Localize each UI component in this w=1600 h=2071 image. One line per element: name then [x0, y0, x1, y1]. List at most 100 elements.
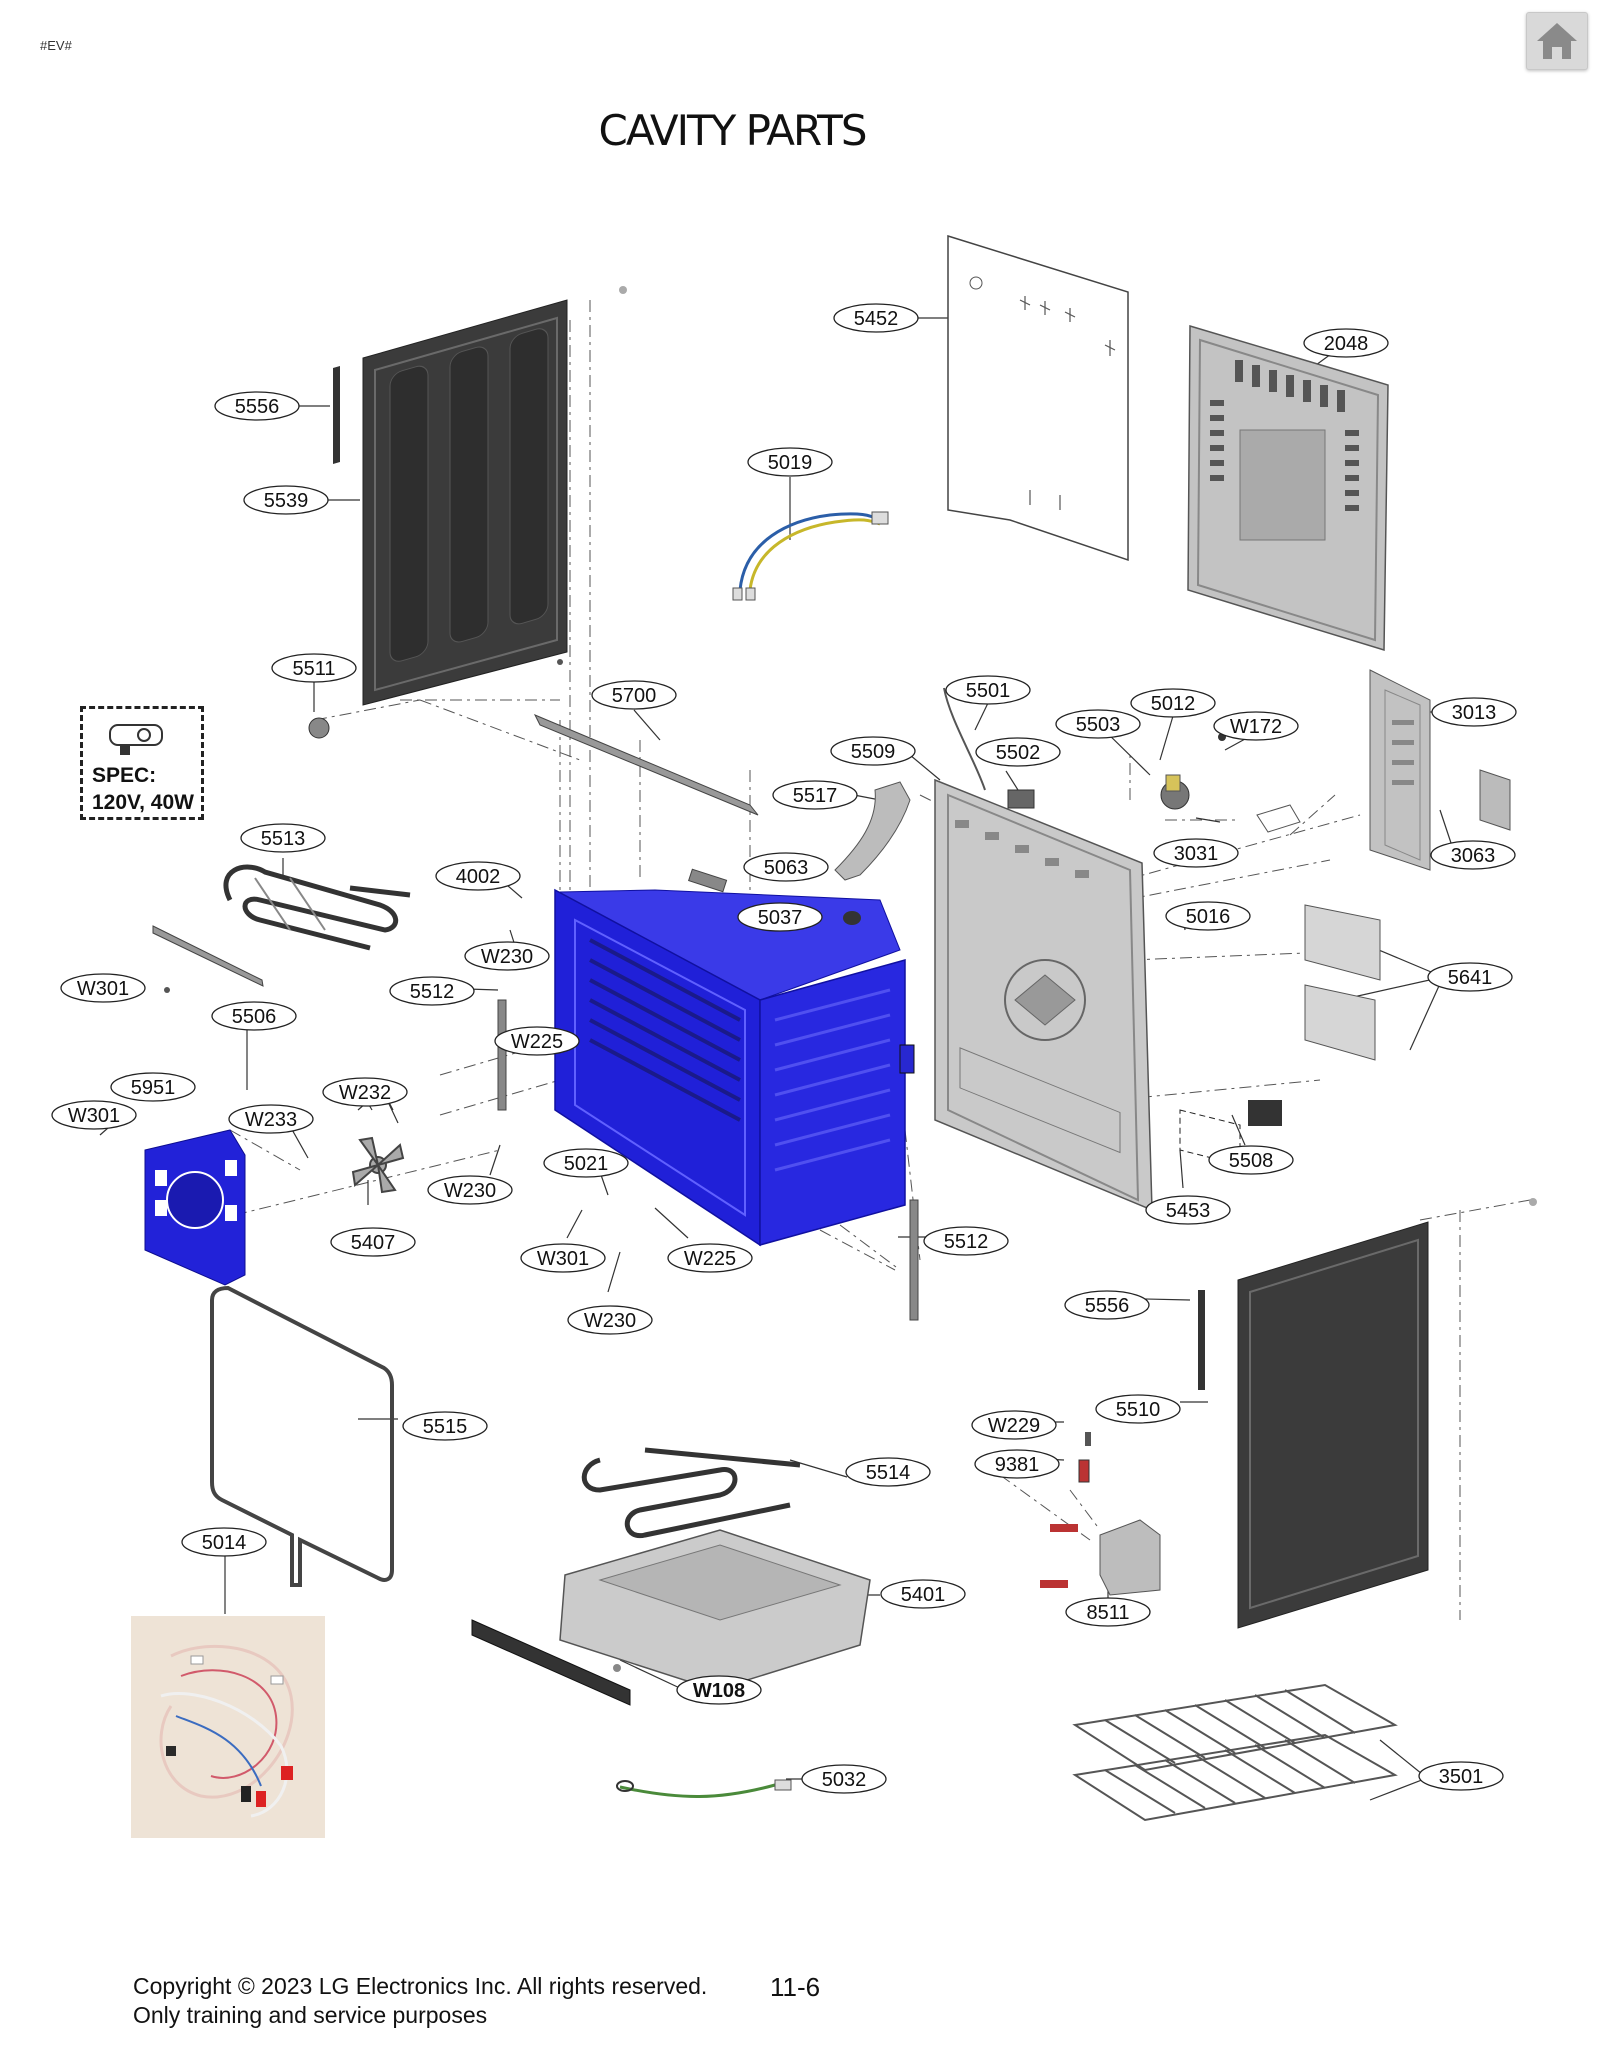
- callout-3031: 3031: [1153, 838, 1239, 868]
- callout-label: W230: [444, 1180, 496, 1202]
- callout-label: 5019: [768, 452, 813, 474]
- callout-3501: 3501: [1418, 1761, 1504, 1791]
- callout-W225b: W225: [667, 1243, 753, 1273]
- callout-label: 8511: [1086, 1602, 1129, 1624]
- bulb-socket-icon: [109, 724, 163, 755]
- callout-label: 5539: [264, 490, 309, 512]
- callout-label: 2048: [1324, 333, 1369, 355]
- home-icon: [1537, 23, 1577, 59]
- callout-W301b: W301: [51, 1100, 137, 1130]
- callout-5512b: 5512: [923, 1226, 1009, 1256]
- callout-label: 5032: [822, 1769, 867, 1791]
- wire-harness-photo: [131, 1616, 325, 1838]
- callout-label: 5510: [1116, 1399, 1161, 1421]
- callout-5556a: 5556: [214, 391, 300, 421]
- callout-label: 5951: [131, 1077, 176, 1099]
- callout-5512a: 5512: [389, 976, 475, 1006]
- page-number: 11-6: [770, 1972, 821, 2002]
- callout-label: W230: [481, 946, 533, 968]
- callout-label: 5016: [1186, 906, 1231, 928]
- callout-label: 5512: [944, 1231, 989, 1253]
- callout-W230a: W230: [464, 941, 550, 971]
- callout-label: 5401: [901, 1584, 946, 1606]
- callout-5021: 5021: [543, 1148, 629, 1178]
- callout-label: 3013: [1452, 702, 1497, 724]
- callout-5037: 5037: [737, 902, 823, 932]
- callout-5510: 5510: [1095, 1394, 1181, 1424]
- callout-W225a: W225: [494, 1026, 580, 1056]
- callout-label: 9381: [995, 1454, 1040, 1476]
- callout-9381: 9381: [974, 1449, 1060, 1479]
- callout-5509: 5509: [830, 736, 916, 766]
- callout-W232: W232: [322, 1077, 408, 1107]
- callout-label: W108: [693, 1680, 745, 1702]
- callout-label: 5063: [764, 857, 809, 879]
- callout-label: 5407: [351, 1232, 396, 1254]
- callout-label: 3501: [1439, 1766, 1484, 1788]
- callout-label: 5502: [996, 742, 1041, 764]
- callout-label: 5511: [292, 658, 335, 680]
- callout-label: W232: [339, 1082, 391, 1104]
- callout-5501: 5501: [945, 675, 1031, 705]
- callout-label: 5012: [1151, 693, 1196, 715]
- callout-5019: 5019: [747, 447, 833, 477]
- callout-5012: 5012: [1130, 688, 1216, 718]
- callout-W172: W172: [1213, 711, 1299, 741]
- callout-4002: 4002: [435, 861, 521, 891]
- callout-label: 5515: [423, 1416, 468, 1438]
- callout-5502: 5502: [975, 737, 1061, 767]
- callout-W229: W229: [971, 1410, 1057, 1440]
- callout-5511: 5511: [271, 653, 357, 683]
- document-tag: #EV#: [40, 38, 72, 53]
- callout-label: 5508: [1229, 1150, 1274, 1172]
- callout-label: 5037: [758, 907, 803, 929]
- callout-5032: 5032: [801, 1764, 887, 1794]
- spec-line-2: 120V, 40W: [92, 791, 194, 814]
- callout-label: 5700: [612, 685, 657, 707]
- callout-label: 5452: [854, 308, 899, 330]
- callout-5513: 5513: [240, 823, 326, 853]
- callout-label: 5509: [851, 741, 896, 763]
- callout-label: W225: [511, 1031, 563, 1053]
- callout-W233: W233: [228, 1104, 314, 1134]
- callout-5515: 5515: [402, 1411, 488, 1441]
- page-title: CAVITY PARTS: [598, 106, 868, 155]
- callout-5014: 5014: [181, 1527, 267, 1557]
- callout-label: W229: [988, 1415, 1040, 1437]
- callout-W301a: W301: [60, 973, 146, 1003]
- callout-3063: 3063: [1430, 840, 1516, 870]
- callout-W230c: W230: [567, 1305, 653, 1335]
- callout-label: 5014: [202, 1532, 247, 1554]
- callout-5453: 5453: [1145, 1195, 1231, 1225]
- callout-label: W230: [584, 1310, 636, 1332]
- callout-label: 4002: [456, 866, 501, 888]
- callout-label: W301: [77, 978, 129, 1000]
- copyright-notice: Copyright © 2023 LG Electronics Inc. All…: [133, 1972, 707, 2030]
- spec-text: SPEC: 120V, 40W: [92, 762, 194, 816]
- callout-label: W301: [537, 1248, 589, 1270]
- callout-5556b: 5556: [1064, 1290, 1150, 1320]
- callout-5508: 5508: [1208, 1145, 1294, 1175]
- callout-label: 5556: [1085, 1295, 1130, 1317]
- callout-label: 5506: [232, 1006, 277, 1028]
- callout-label: 3031: [1174, 843, 1219, 865]
- callout-5063: 5063: [743, 852, 829, 882]
- callout-label: 5556: [235, 396, 280, 418]
- callout-label: 5501: [966, 680, 1011, 702]
- callout-label: W225: [684, 1248, 736, 1270]
- callout-5951: 5951: [110, 1072, 196, 1102]
- copyright-line-2: Only training and service purposes: [133, 2002, 488, 2028]
- callout-3013: 3013: [1431, 697, 1517, 727]
- home-button[interactable]: [1526, 12, 1588, 70]
- callout-label: 5513: [261, 828, 306, 850]
- copyright-line-1: Copyright © 2023 LG Electronics Inc. All…: [133, 1973, 708, 1999]
- callout-label: W172: [1230, 716, 1282, 738]
- callout-5503: 5503: [1055, 709, 1141, 739]
- callout-5401: 5401: [880, 1579, 966, 1609]
- spec-box: [80, 706, 204, 820]
- callout-5452: 5452: [833, 303, 919, 333]
- callout-5700: 5700: [591, 680, 677, 710]
- callout-W230b: W230: [427, 1175, 513, 1205]
- callout-label: W301: [68, 1105, 120, 1127]
- callout-5539: 5539: [243, 485, 329, 515]
